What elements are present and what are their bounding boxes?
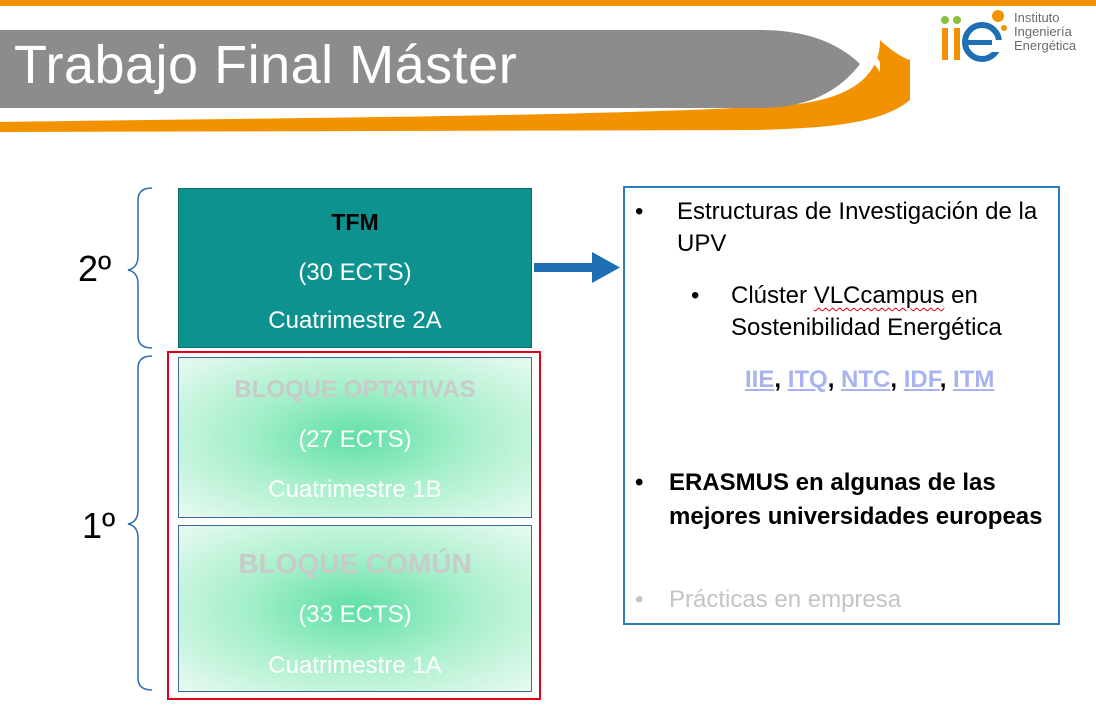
tfm-block: TFM (30 ECTS) Cuatrimestre 2A: [178, 188, 532, 348]
link-itm[interactable]: ITM: [953, 366, 995, 393]
link-ntc[interactable]: NTC: [841, 366, 891, 393]
year-label-2: 2º: [78, 248, 112, 289]
bracket-first-year: [127, 355, 153, 691]
link-idf[interactable]: IDF: [903, 366, 940, 393]
first-year-highlight: [167, 351, 541, 700]
tfm-title: TFM: [331, 209, 379, 235]
link-iie[interactable]: IIE: [745, 366, 775, 393]
iie-logo-icon: [941, 10, 1007, 62]
info-box: • Estructuras de Investigación de la UPV…: [623, 186, 1060, 625]
bullet-glyph: •: [635, 586, 644, 613]
link-separator: ,: [774, 366, 782, 393]
logo-line: Energética: [1014, 38, 1077, 53]
bullet-text: Prácticas en empresa: [669, 586, 902, 613]
header-banner: [0, 0, 1096, 132]
link-separator: ,: [939, 366, 947, 393]
bullet-text: Estructuras de Investigación de la UPV: [677, 198, 1038, 257]
cluster-suffix: en Sostenibilidad Energética: [731, 282, 1002, 341]
page-title: Trabajo Final Máster: [14, 35, 518, 95]
optativas-title: BLOQUE OPTATIVAS: [234, 376, 476, 403]
cluster-prefix: Clúster: [731, 282, 814, 309]
bullet-text: Clúster VLCcampus en Sostenibilidad Ener…: [731, 280, 1061, 344]
comun-block: BLOQUE COMÚN (33 ECTS) Cuatrimestre 1A: [178, 525, 532, 692]
link-separator: ,: [827, 366, 835, 393]
link-separator: ,: [890, 366, 898, 393]
year-label-1: 1º: [82, 505, 116, 546]
arrow-right-icon: [534, 252, 620, 283]
optativas-term: Cuatrimestre 1B: [268, 476, 442, 503]
tfm-ects: (30 ECTS): [298, 259, 412, 286]
bracket-second-year: [127, 187, 153, 349]
year-brackets: [127, 187, 153, 691]
logo-line: Ingeniería: [1014, 24, 1072, 39]
institute-logo: Instituto Ingeniería Energética: [938, 6, 1092, 64]
cluster-name: VLCcampus: [813, 282, 945, 309]
comun-title: BLOQUE COMÚN: [238, 548, 472, 579]
bullet-glyph: •: [635, 198, 644, 225]
bullet-glyph: •: [691, 282, 700, 309]
comun-ects: (33 ECTS): [298, 601, 412, 628]
institute-links: IIE, ITQ, NTC, IDF, ITM: [745, 364, 994, 396]
optativas-ects: (27 ECTS): [298, 426, 412, 453]
bullet-glyph: •: [635, 469, 644, 496]
comun-term: Cuatrimestre 1A: [268, 652, 442, 679]
link-itq[interactable]: ITQ: [787, 366, 828, 393]
bullet-text: ERASMUS en algunas de las mejores univer…: [669, 469, 1043, 530]
logo-line: Instituto: [1014, 10, 1060, 25]
tfm-term: Cuatrimestre 2A: [268, 307, 442, 334]
optativas-block: BLOQUE OPTATIVAS (27 ECTS) Cuatrimestre …: [178, 357, 532, 518]
logo-text: Instituto Ingeniería Energética: [1014, 11, 1076, 53]
